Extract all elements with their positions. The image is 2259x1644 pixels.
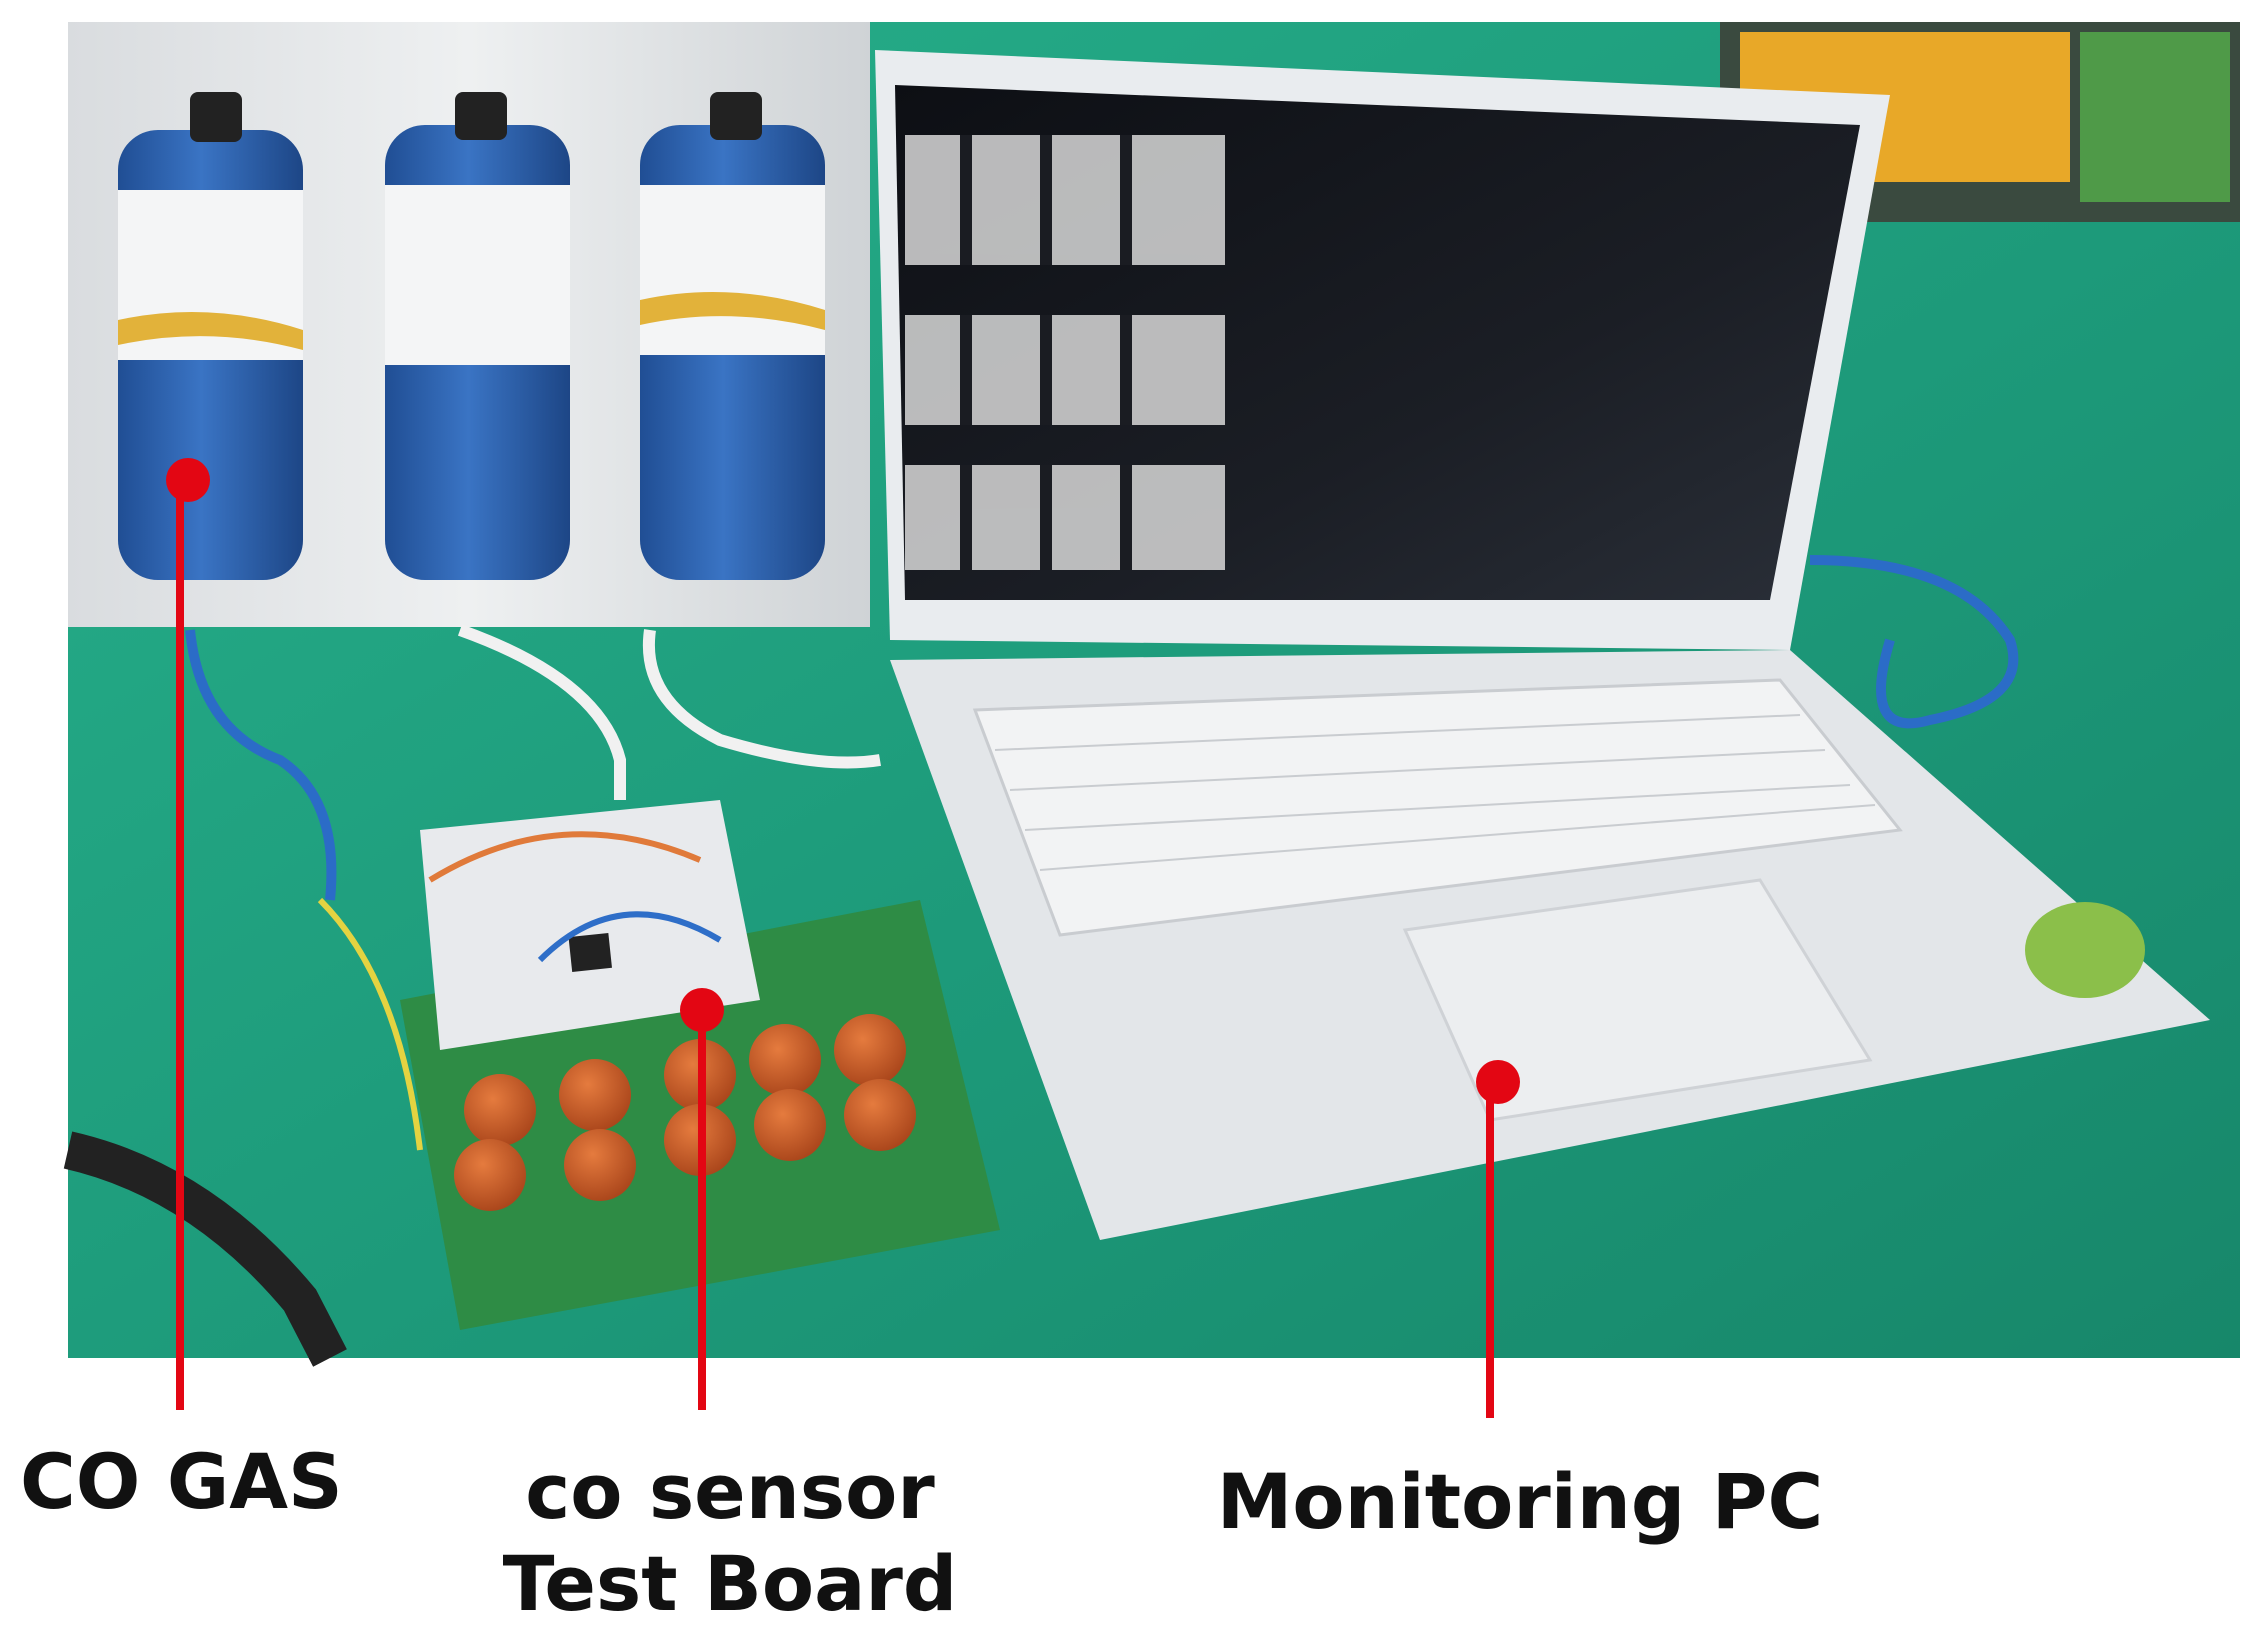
pointer-monitoring-pc	[1476, 1060, 1520, 1418]
caption-test-board-line1: co sensor	[525, 1447, 935, 1536]
caption-monitoring-pc: Monitoring PC	[1216, 1457, 1824, 1546]
usb-cable-white	[457, 624, 626, 800]
monitoring-laptop	[875, 50, 2210, 1240]
co-gas-bottles-inset	[68, 22, 870, 627]
black-hose	[63, 1131, 347, 1367]
laptop-sticker	[2025, 902, 2145, 998]
callout-pointers	[166, 458, 1520, 1418]
usb-cable-blue	[1809, 555, 2019, 729]
usb-cable-white	[642, 629, 881, 769]
pointer-co-gas	[166, 458, 210, 1410]
caption-test-board: co sensor Test Board	[470, 1446, 990, 1630]
green-crate	[2080, 32, 2230, 202]
gas-bottle	[118, 92, 303, 580]
terminal-output	[905, 135, 1225, 570]
pointer-test-board	[680, 988, 724, 1410]
usb-cable-blue	[185, 629, 337, 901]
caption-test-board-line2: Test Board	[502, 1539, 958, 1628]
sensor-wire-yellow	[317, 897, 423, 1151]
caption-co-gas: CO GAS	[20, 1437, 343, 1526]
gas-bottle	[640, 92, 825, 580]
photograph	[63, 22, 2240, 1367]
laptop-trackpad	[1402, 878, 1873, 1122]
gas-bottle	[385, 92, 570, 580]
